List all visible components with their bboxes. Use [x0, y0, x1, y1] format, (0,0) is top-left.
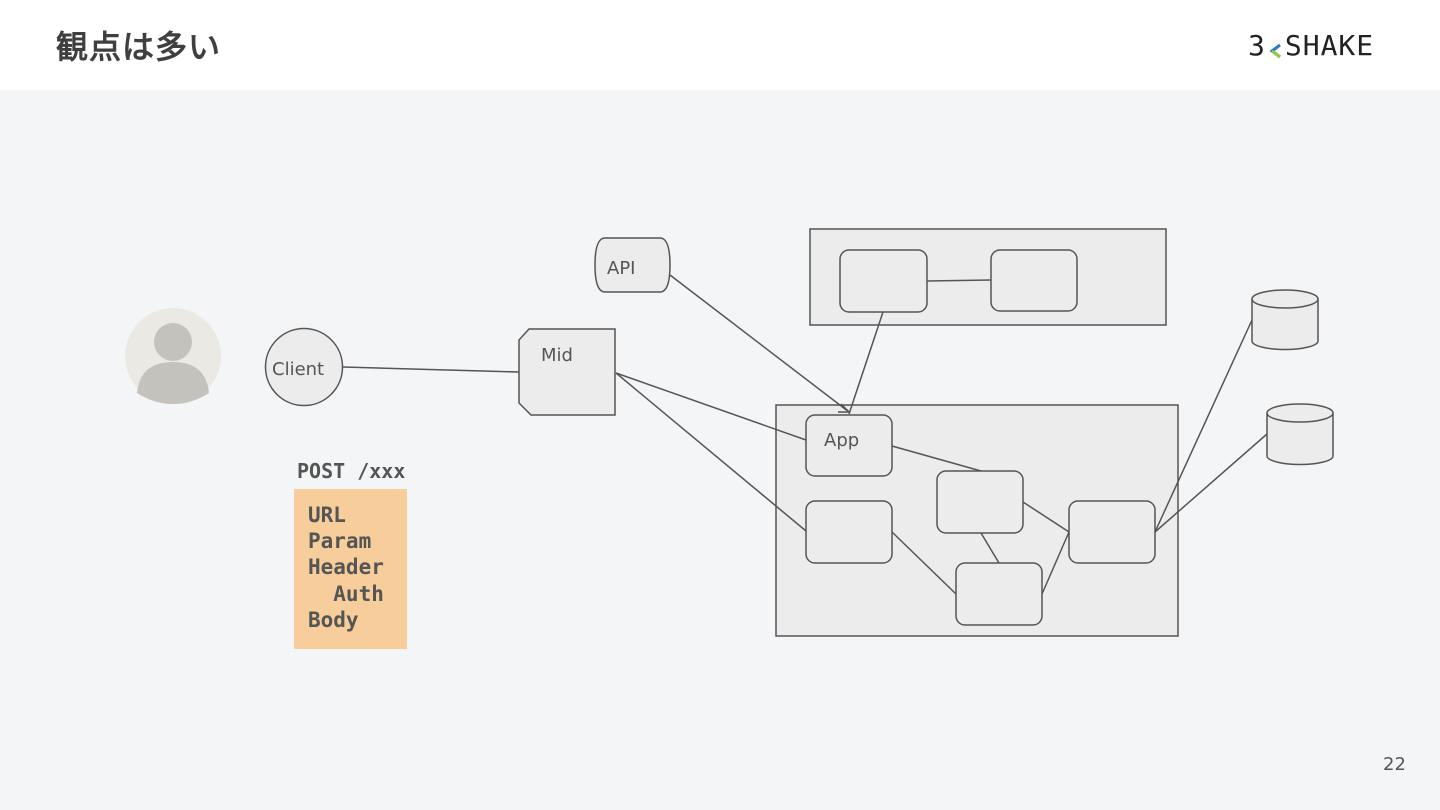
logo-number: 3: [1248, 28, 1266, 62]
service-node-a: [805, 500, 893, 564]
slide-header: 観点は多い 3 SHAKE: [0, 0, 1440, 90]
logo-word: SHAKE: [1284, 28, 1375, 62]
database-icon: [1251, 289, 1319, 351]
request-part-header: Header: [308, 555, 384, 579]
database-icon: [1266, 403, 1334, 466]
connection-lines: [342, 274, 1268, 595]
client-label: Client: [272, 359, 324, 380]
client-node: Client: [264, 327, 344, 407]
request-part-body: Body: [308, 608, 359, 632]
app-node: App: [805, 414, 893, 477]
user-avatar-icon: [125, 308, 221, 404]
app-label: App: [824, 430, 859, 451]
upper-service-node-2: [990, 249, 1078, 312]
brand-logo: 3 SHAKE: [1248, 28, 1374, 62]
request-part-url: URL: [308, 503, 346, 527]
request-parts-box: URL Param Header Auth Body: [294, 489, 407, 649]
service-node-c: [955, 562, 1043, 626]
logo-mark-icon: [1268, 35, 1282, 59]
upper-service-node-1: [839, 249, 928, 313]
request-method-label: POST /xxx: [297, 459, 406, 483]
service-node-b: [936, 470, 1024, 534]
mid-label: Mid: [541, 345, 573, 366]
mid-node: Mid: [518, 328, 616, 416]
api-node: API: [594, 237, 671, 293]
page-number: 22: [1383, 754, 1406, 775]
service-node-d: [1068, 500, 1156, 564]
request-part-param: Param: [308, 529, 372, 553]
request-part-auth: Auth: [308, 582, 384, 606]
api-label: API: [607, 258, 635, 279]
slide-title: 観点は多い: [56, 28, 222, 66]
